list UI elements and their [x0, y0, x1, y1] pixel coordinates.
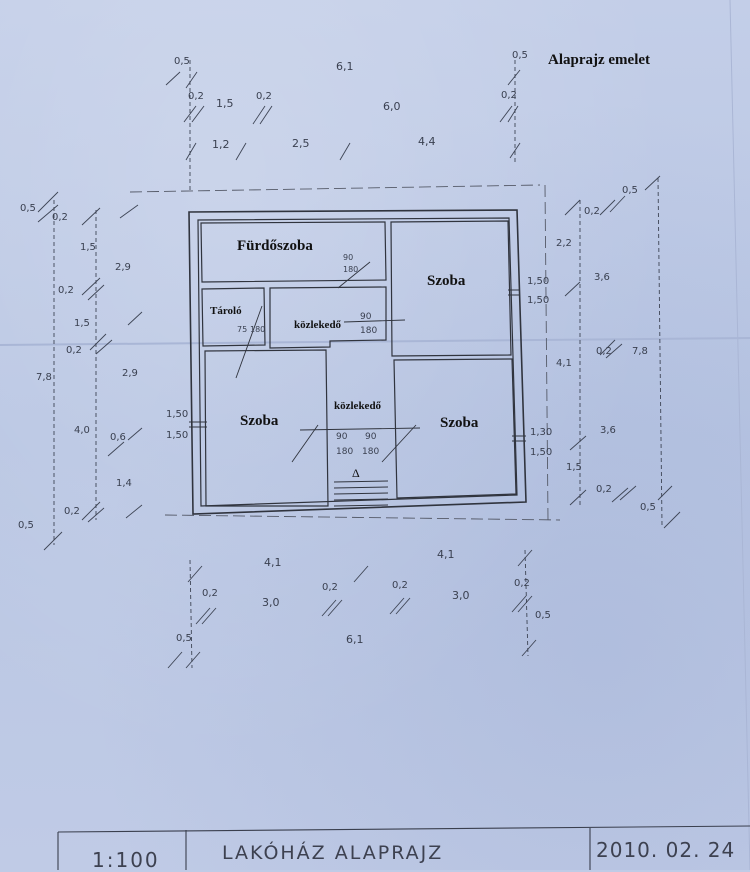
dimension-label: 0,2	[202, 588, 218, 599]
dimension-label: 0,5	[512, 50, 528, 61]
dimension-label: 1,5	[216, 97, 234, 110]
title-block-frame	[57, 825, 750, 870]
window-label-bottom: 1,50	[527, 295, 550, 306]
dimension-label: 3,6	[594, 272, 610, 283]
dimension-label: 2,9	[115, 262, 131, 273]
dimension-label: 3,0	[452, 589, 470, 602]
dimension-label: 3,0	[262, 596, 280, 609]
dimension-label: 6,1	[336, 60, 354, 73]
dimension-label: 7,8	[632, 346, 648, 357]
interior-walls	[200, 220, 517, 507]
room-label-kozlekedo-upper: közlekedő	[294, 319, 342, 331]
room-label-furdoszoba: Fürdőszoba	[237, 238, 313, 254]
dimension-label: 4,4	[418, 135, 436, 148]
door-label-top: 75	[237, 325, 248, 334]
window-marks	[189, 289, 526, 442]
dimension-label: 0,2	[584, 206, 600, 217]
dimension-label: 0,2	[596, 346, 612, 357]
dimension-label: 2,2	[556, 238, 572, 249]
dimension-label: 0,2	[322, 582, 338, 593]
window-label-top: 1,30	[530, 427, 553, 438]
dimension-label: 0,5	[20, 203, 36, 214]
window-label-bottom: 1,50	[166, 430, 189, 441]
dimension-label: 0,2	[66, 345, 82, 356]
construction-dashed-outline	[129, 184, 561, 521]
window-label-bottom: 1,50	[530, 447, 553, 458]
door-label-top: 90	[343, 253, 354, 262]
dimension-label: 0,2	[188, 91, 204, 102]
dimension-label: 0,2	[52, 212, 68, 223]
dimension-label: 0,5	[640, 502, 656, 513]
paper-edge	[729, 0, 750, 870]
room-label-szoba-se: Szoba	[440, 415, 479, 431]
dimension-label: 0,2	[501, 90, 517, 101]
door-swings	[235, 261, 421, 463]
window-label-top: 1,50	[166, 409, 189, 420]
dimension-label: 0,5	[174, 56, 190, 67]
dimension-ticks	[37, 60, 681, 669]
scale-label: 1:100	[92, 848, 160, 872]
room-label-szoba-sw: Szoba	[240, 413, 279, 429]
dimension-label: 4,1	[437, 548, 455, 561]
drawing-name: LAKÓHÁZ ALAPRAJZ	[222, 842, 444, 864]
dimension-label: 2,5	[292, 137, 310, 150]
door-label-top: 90	[336, 432, 348, 442]
dimension-label: 4,1	[556, 358, 572, 369]
dimension-label: 0,5	[622, 185, 638, 196]
door-label-bottom: 180	[336, 447, 354, 457]
drawing-date: 2010. 02. 24	[596, 838, 736, 862]
dimension-label: 0,5	[176, 633, 192, 644]
dimension-label: 4,0	[74, 425, 90, 436]
room-label-kozlekedo-lower: közlekedő	[334, 400, 382, 412]
dimension-label: 0,2	[514, 578, 530, 589]
window-label-top: 1,50	[527, 276, 550, 287]
dimension-label: 0,2	[64, 506, 80, 517]
door-label-top: 90	[365, 432, 377, 442]
room-label-szoba-ne: Szoba	[427, 273, 466, 289]
paper-fold	[0, 337, 750, 346]
dimension-label: 2,9	[122, 368, 138, 379]
plan-title: Alaprajz emelet	[548, 52, 651, 68]
dimension-label: 0,5	[18, 520, 34, 531]
dimension-label: 4,1	[264, 556, 282, 569]
dimension-label: 1,5	[80, 242, 96, 253]
dimension-label: 0,6	[110, 432, 126, 443]
dimension-label: 6,1	[346, 633, 364, 646]
stair-steps	[333, 480, 389, 507]
dimension-label: 6,0	[383, 100, 401, 113]
dimension-label: 0,2	[392, 580, 408, 591]
dimension-label: 3,6	[600, 425, 616, 436]
dimension-label: 0,5	[535, 610, 551, 621]
door-label-bottom: 180	[360, 326, 378, 336]
dimension-label: 1,2	[212, 138, 230, 151]
outer-wall	[188, 209, 527, 515]
stair-arrow-marker: Δ	[352, 466, 360, 480]
dimension-label: 0,2	[256, 91, 272, 102]
dimension-label: 1,5	[566, 462, 582, 473]
dimension-label: 1,5	[74, 318, 90, 329]
door-label-top: 90	[360, 312, 372, 322]
dimension-label: 0,2	[596, 484, 612, 495]
dimension-label: 1,4	[116, 478, 132, 489]
door-label-bottom: 180	[343, 265, 359, 274]
dimension-label: 0,2	[58, 285, 74, 296]
room-label-tarolo: Tároló	[210, 305, 242, 317]
dimension-label: 7,8	[36, 372, 52, 383]
door-label-bottom: 180	[250, 325, 266, 334]
door-label-bottom: 180	[362, 447, 380, 457]
